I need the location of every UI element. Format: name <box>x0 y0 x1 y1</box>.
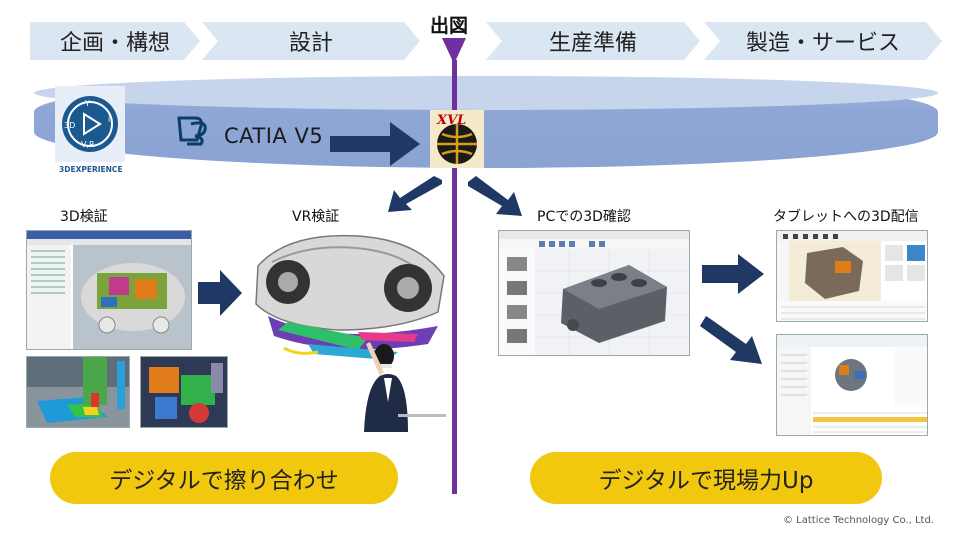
pill-digital-alignment: デジタルで擦り合わせ <box>50 452 398 504</box>
arrow-to-pc <box>468 176 522 216</box>
label-tablet-3d: タブレットへの3D配信 <box>773 209 919 225</box>
process-step-label: 企画・構想 <box>59 31 170 56</box>
process-step-label: 製造・サービス <box>745 31 900 56</box>
pill-digital-site-power: デジタルで現場力Up <box>530 452 882 504</box>
process-step-manufacturing: 製造・サービス <box>704 22 942 60</box>
logo-sub-text: V,R <box>81 140 95 149</box>
process-step-label: 設計 <box>288 31 333 56</box>
milestone-line <box>452 60 457 494</box>
label-vr-verification: VR検証 <box>292 209 340 225</box>
process-step-planning: 企画・構想 <box>30 22 200 60</box>
screenshot-analysis-2 <box>140 356 228 428</box>
platform-band-top <box>34 76 938 110</box>
catia-label: CATIA V5 <box>224 124 324 148</box>
label-pc-3d: PCでの3D確認 <box>537 209 631 225</box>
dassault-logo <box>173 110 213 150</box>
arrow-pc-to-tablet-2 <box>700 316 762 364</box>
copyright: © Lattice Technology Co., Ltd. <box>782 515 934 526</box>
screenshot-tablet-2 <box>776 334 928 436</box>
label-3d-verification: 3D検証 <box>60 209 108 225</box>
svg-text:Y: Y <box>84 99 90 108</box>
pill-digital-alignment-text: デジタルで擦り合わせ <box>109 468 339 494</box>
screenshot-3d-verification <box>26 230 192 350</box>
milestone-label: 出図 <box>429 15 468 37</box>
process-step-label: 生産準備 <box>548 31 637 56</box>
milestone-triangle <box>442 38 466 64</box>
svg-text:i: i <box>108 115 110 124</box>
arrow-pc-to-tablet <box>702 254 764 294</box>
pill-digital-site-power-text: デジタルで現場力Up <box>598 468 814 494</box>
vr-verification-image <box>248 226 456 434</box>
process-step-design: 設計 <box>202 22 420 60</box>
arrow-catia-to-xvl <box>330 122 420 166</box>
screenshot-pc-3d <box>498 230 690 356</box>
xvl-text: XVL <box>436 113 466 128</box>
3dexperience-logo: 3D i Y V,R 3DEXPERIENCE <box>55 86 125 176</box>
arrow-to-vr <box>388 176 442 212</box>
screenshot-tablet-1 <box>776 230 928 322</box>
logo-text: 3DEXPERIENCE <box>59 165 123 174</box>
arrow-3d-to-vr <box>198 270 242 316</box>
svg-text:3D: 3D <box>64 121 75 130</box>
process-step-production-prep: 生産準備 <box>486 22 700 60</box>
screenshot-analysis-1 <box>26 356 130 428</box>
xvl-logo: XVL <box>430 110 484 168</box>
